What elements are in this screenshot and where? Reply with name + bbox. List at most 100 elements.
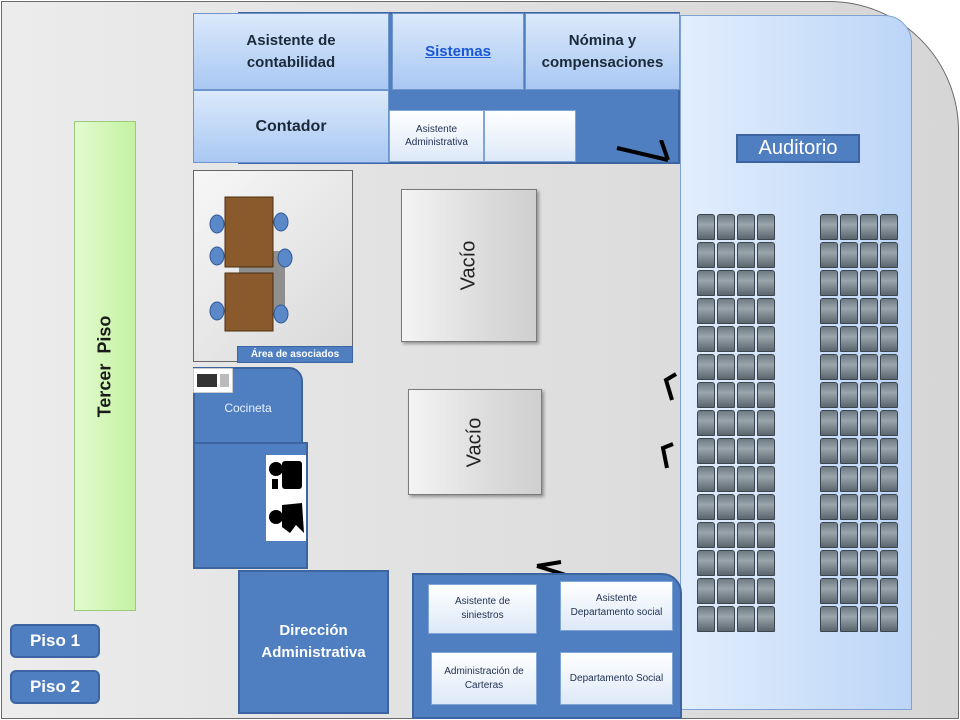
auditorium-seat-icon (820, 438, 838, 464)
auditorium-seat-icon (737, 270, 755, 296)
chair-icon (209, 246, 225, 266)
auditorium-seat-icon (717, 326, 735, 352)
table-bottom-icon (224, 272, 274, 332)
area-asociados-room[interactable] (193, 170, 353, 362)
auditorium-seat-icon (717, 382, 735, 408)
piso-1-button[interactable]: Piso 1 (10, 624, 100, 658)
microwave-icon (193, 368, 233, 393)
auditorium-seat-icon (840, 606, 858, 632)
auditorium-seat-icon (820, 466, 838, 492)
auditorium-seat-icon (697, 382, 715, 408)
auditorium-seat-icon (820, 214, 838, 240)
auditorium-seat-icon (737, 382, 755, 408)
auditorium-seat-icon (697, 242, 715, 268)
auditorium-seat-icon (697, 214, 715, 240)
auditorium-seat-icon (880, 606, 898, 632)
auditorium-label[interactable]: Auditorio (736, 134, 860, 163)
auditorium-seat-icon (737, 466, 755, 492)
chair-icon (209, 214, 225, 234)
auditorium-seat-icon (717, 354, 735, 380)
auditorium-seat-icon (860, 354, 878, 380)
door-arc-icon (663, 372, 678, 401)
auditorium-seat-icon (860, 466, 878, 492)
room-asistente-depto-social[interactable]: Asistente Departamento social (560, 581, 673, 631)
auditorium-seat-icon (880, 494, 898, 520)
auditorium-seat-icon (840, 354, 858, 380)
auditorium-seat-icon (860, 410, 878, 436)
room-administracion-carteras[interactable]: Administración de Carteras (431, 652, 537, 705)
auditorium-seat-icon (757, 354, 775, 380)
room-direccion-administrativa[interactable]: Dirección Administrativa (238, 570, 389, 714)
auditorium-seat-icon (820, 410, 838, 436)
cocineta-label: Cocineta (224, 401, 272, 415)
auditorium-seat-icon (880, 550, 898, 576)
auditorium-seat-icon (840, 382, 858, 408)
auditorium-seat-icon (697, 270, 715, 296)
auditorium-seat-icon (697, 466, 715, 492)
auditorium-seat-icon (737, 606, 755, 632)
floor-label-bar: Tercer Piso (74, 121, 136, 611)
auditorium-seat-icon (840, 522, 858, 548)
auditorium-seat-icon (717, 410, 735, 436)
auditorium-seat-icon (840, 578, 858, 604)
auditorium-seat-icon (757, 382, 775, 408)
door-arc-icon (660, 442, 674, 469)
auditorium-seat-icon (757, 438, 775, 464)
auditorium-seat-icon (717, 270, 735, 296)
table-top-icon (224, 196, 274, 268)
auditorium-seat-icon (880, 410, 898, 436)
auditorium-seat-icon (820, 298, 838, 324)
chair-icon (209, 301, 225, 321)
auditorium-seat-icon (840, 466, 858, 492)
auditorium-seat-icon (880, 214, 898, 240)
room-departamento-social[interactable]: Departamento Social (560, 652, 673, 705)
auditorium-seat-icon (697, 438, 715, 464)
area-asociados-label: Área de asociados (237, 346, 353, 363)
auditorium-seat-icon (860, 270, 878, 296)
auditorium-seat-icon (717, 242, 735, 268)
auditorium-seat-icon (880, 438, 898, 464)
room-empty-office[interactable] (484, 110, 576, 162)
auditorium-seat-icon (717, 550, 735, 576)
auditorium-seat-icon (757, 214, 775, 240)
auditorium-seat-icon (820, 494, 838, 520)
room-asistente-administrativa[interactable]: Asistente Administrativa (389, 110, 484, 162)
auditorium-seat-icon (860, 438, 878, 464)
auditorium-seat-icon (697, 522, 715, 548)
vacio-space-2: Vacío (408, 389, 542, 495)
auditorium-seat-icon (757, 550, 775, 576)
auditorium-seat-icon (697, 410, 715, 436)
room-asistente-siniestros[interactable]: Asistente de siniestros (428, 584, 537, 634)
auditorium-seat-icon (820, 270, 838, 296)
auditorium-seat-icon (737, 550, 755, 576)
auditorium-seat-icon (880, 382, 898, 408)
auditorium-seat-icon (860, 606, 878, 632)
auditorium-seat-icon (717, 298, 735, 324)
floor-label: Tercer Piso (94, 315, 115, 417)
auditorium-seat-icon (860, 522, 878, 548)
auditorium-seat-icon (820, 354, 838, 380)
auditorium-seat-icon (820, 578, 838, 604)
auditorium-seat-icon (880, 522, 898, 548)
meeting-table-icon (209, 196, 293, 332)
auditorium-seat-icon (737, 578, 755, 604)
room-nomina-compensaciones[interactable]: Nómina y compensaciones (525, 13, 680, 90)
auditorium-seat-icon (840, 438, 858, 464)
auditorium-seat-icon (860, 326, 878, 352)
auditorium-seat-icon (860, 578, 878, 604)
auditorium-seat-icon (820, 382, 838, 408)
auditorium-seat-icon (757, 242, 775, 268)
auditorium-seat-icon (717, 522, 735, 548)
auditorium-seat-icon (757, 494, 775, 520)
room-asistente-contabilidad[interactable]: Asistente de contabilidad (193, 13, 389, 90)
room-contador[interactable]: Contador (193, 90, 389, 163)
auditorium-seat-icon (880, 298, 898, 324)
auditorium-seat-icon (697, 298, 715, 324)
auditorium-seat-icon (757, 298, 775, 324)
chair-icon (273, 212, 289, 232)
room-sistemas[interactable]: Sistemas (392, 13, 524, 90)
sistemas-link[interactable]: Sistemas (425, 43, 491, 60)
auditorium-seat-icon (880, 270, 898, 296)
auditorium-seat-icon (737, 298, 755, 324)
piso-2-button[interactable]: Piso 2 (10, 670, 100, 704)
